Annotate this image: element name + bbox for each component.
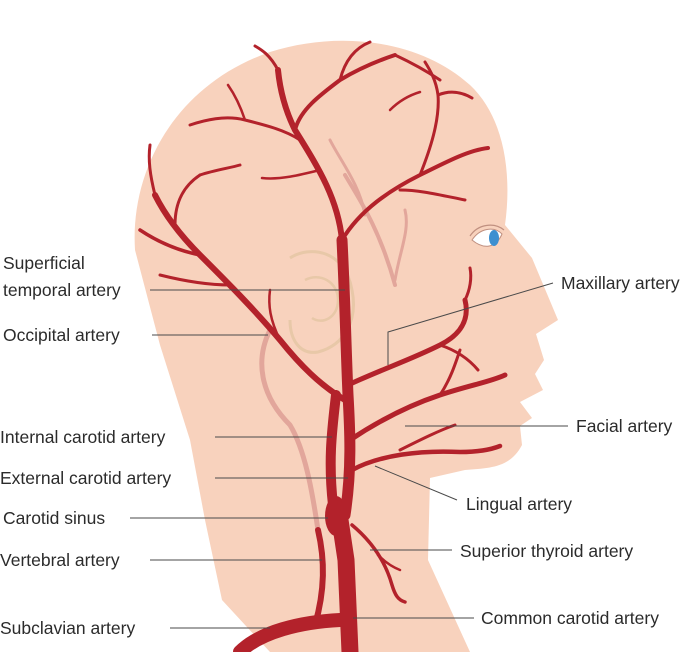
label-internal-carotid: Internal carotid artery [0,427,166,447]
label-subclavian: Subclavian artery [0,618,135,638]
label-common-carotid: Common carotid artery [481,608,659,628]
iris [489,230,499,246]
label-occipital: Occipital artery [3,325,120,345]
label-facial: Facial artery [576,416,673,436]
label-superficial-temporal-line1: Superficial [3,253,85,273]
label-carotid-sinus: Carotid sinus [3,508,105,528]
label-superficial-temporal-line2: temporal artery [3,280,121,300]
label-lingual: Lingual artery [466,494,572,514]
label-maxillary: Maxillary artery [561,273,680,293]
label-external-carotid: External carotid artery [0,468,171,488]
label-vertebral: Vertebral artery [0,550,120,570]
internal-carotid-artery [331,395,336,505]
common-carotid-artery [340,520,350,652]
label-superior-thyroid: Superior thyroid artery [460,541,633,561]
